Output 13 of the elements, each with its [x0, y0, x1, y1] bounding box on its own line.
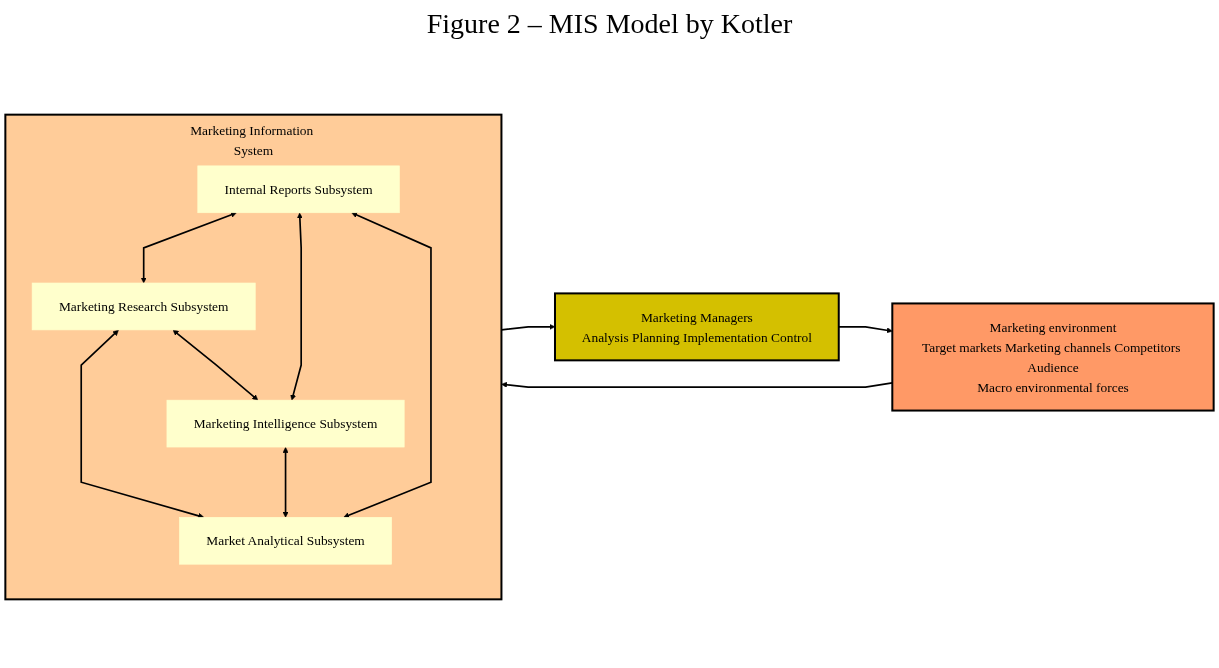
node-box: Marketing Managers Analysis Planning Implementation Control [554, 292, 840, 362]
arrow [343, 212, 432, 519]
arrow [282, 447, 289, 518]
node-box: Marketing Research Subsystem [31, 282, 256, 331]
arrow [172, 329, 259, 401]
arrow [80, 329, 205, 519]
node-box: Marketing environment Target markets Marketing channels Competitors Audience Macro environmental forces [891, 302, 1215, 412]
node-box: Internal Reports Subsystem [197, 165, 400, 214]
arrow [290, 212, 303, 401]
node-box: Marketing Intelligence Subsystem [166, 399, 405, 448]
node-box: Market Analytical Subsystem [179, 517, 392, 565]
diagram-title: Figure 2 – MIS Model by Kotler [426, 8, 793, 40]
arrow [140, 211, 237, 284]
